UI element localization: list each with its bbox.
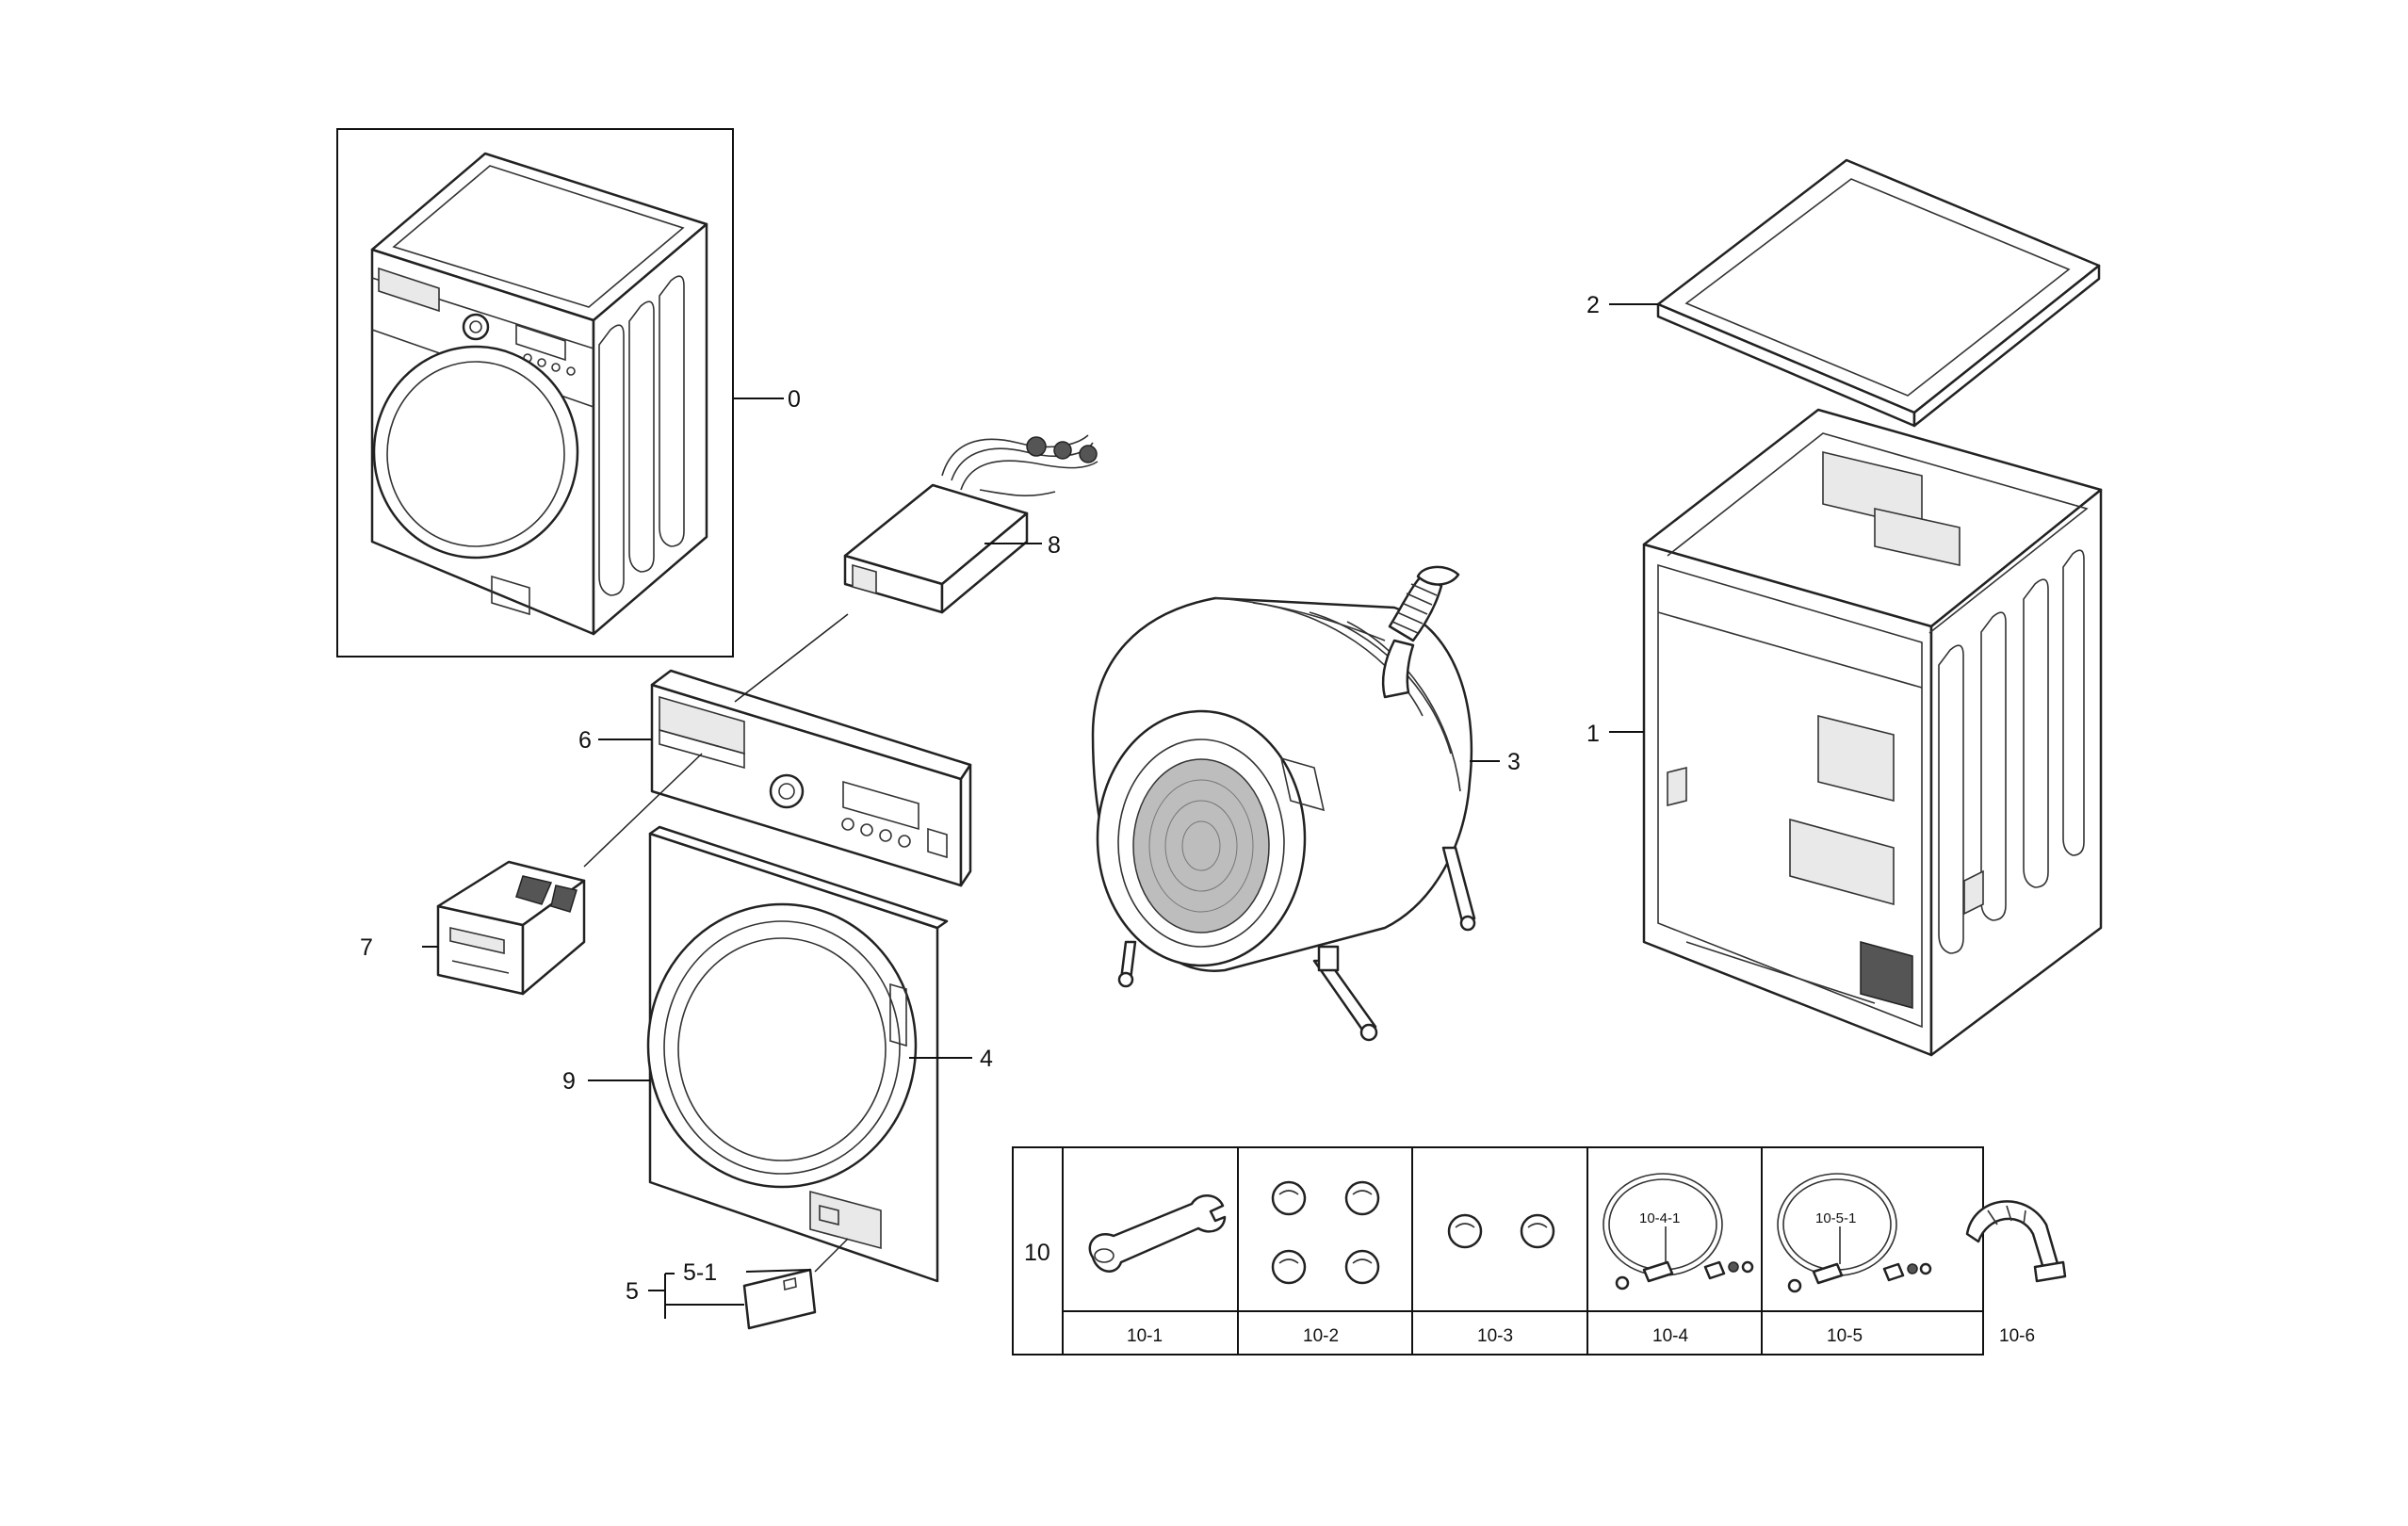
four-caps-icon bbox=[1271, 1180, 1380, 1285]
cell-label-10-1: 10-1 bbox=[1127, 1326, 1163, 1346]
sub-label-10-5-1: 10-5-1 bbox=[1815, 1210, 1856, 1226]
callout-6: 6 bbox=[578, 727, 592, 754]
service-cover-part bbox=[742, 1268, 817, 1330]
cell-label-10-5: 10-5 bbox=[1827, 1326, 1863, 1346]
assembled-washer-figure bbox=[336, 128, 734, 657]
callout-9: 9 bbox=[562, 1068, 576, 1095]
two-caps-icon bbox=[1447, 1213, 1555, 1249]
callout-7: 7 bbox=[360, 934, 373, 961]
front-panel-part bbox=[646, 825, 949, 1283]
callout-0: 0 bbox=[788, 386, 801, 413]
callout-8: 8 bbox=[1048, 532, 1061, 559]
callout-labels: 0 2 1 3 8 6 7 9 4 5 5-1 bbox=[360, 292, 1600, 1305]
top-cover-part bbox=[1656, 158, 2101, 428]
detergent-drawer-part bbox=[436, 860, 586, 996]
tub-assembly-part bbox=[1091, 565, 1476, 1042]
cell-label-10-4: 10-4 bbox=[1652, 1326, 1688, 1346]
callout-4: 4 bbox=[980, 1046, 993, 1072]
sub-label-10-4-1: 10-4-1 bbox=[1639, 1210, 1680, 1226]
leader-5-1 bbox=[745, 1269, 811, 1273]
accessories-table-frame bbox=[1012, 1146, 1984, 1356]
cabinet-part bbox=[1642, 408, 2103, 1057]
leader-lines bbox=[422, 303, 1658, 1319]
cell-label-10-2: 10-2 bbox=[1303, 1326, 1339, 1346]
cell-label-10-3: 10-3 bbox=[1477, 1326, 1513, 1346]
leader-5-bracket bbox=[648, 1274, 666, 1319]
accessories-group-label: 10 bbox=[1024, 1240, 1050, 1266]
cell-label-10-6: 10-6 bbox=[1999, 1326, 2035, 1346]
spanner-icon bbox=[1088, 1194, 1227, 1273]
hose-icon: 10-4-1 bbox=[1603, 1173, 1754, 1291]
control-panel-part bbox=[650, 669, 972, 887]
accessories-table: 10 10-1 10-2 10-3 10-4 10-5 10-6 bbox=[1012, 1146, 2067, 1356]
hose-guide-icon bbox=[1965, 1200, 2067, 1283]
assembled-washer-frame bbox=[336, 128, 734, 657]
callout-5-1: 5-1 bbox=[683, 1259, 717, 1286]
callout-1: 1 bbox=[1586, 721, 1600, 747]
hose-icon: 10-5-1 bbox=[1777, 1173, 1932, 1293]
wire-harness-part bbox=[843, 434, 1098, 614]
assembly-line-8 bbox=[734, 613, 849, 703]
callout-5: 5 bbox=[626, 1278, 639, 1305]
callout-3: 3 bbox=[1507, 749, 1521, 775]
assembly-line-5-1 bbox=[814, 1238, 849, 1273]
leader-5-branches bbox=[665, 1273, 744, 1306]
assembly-line-7 bbox=[583, 753, 703, 868]
callout-2: 2 bbox=[1586, 292, 1600, 318]
